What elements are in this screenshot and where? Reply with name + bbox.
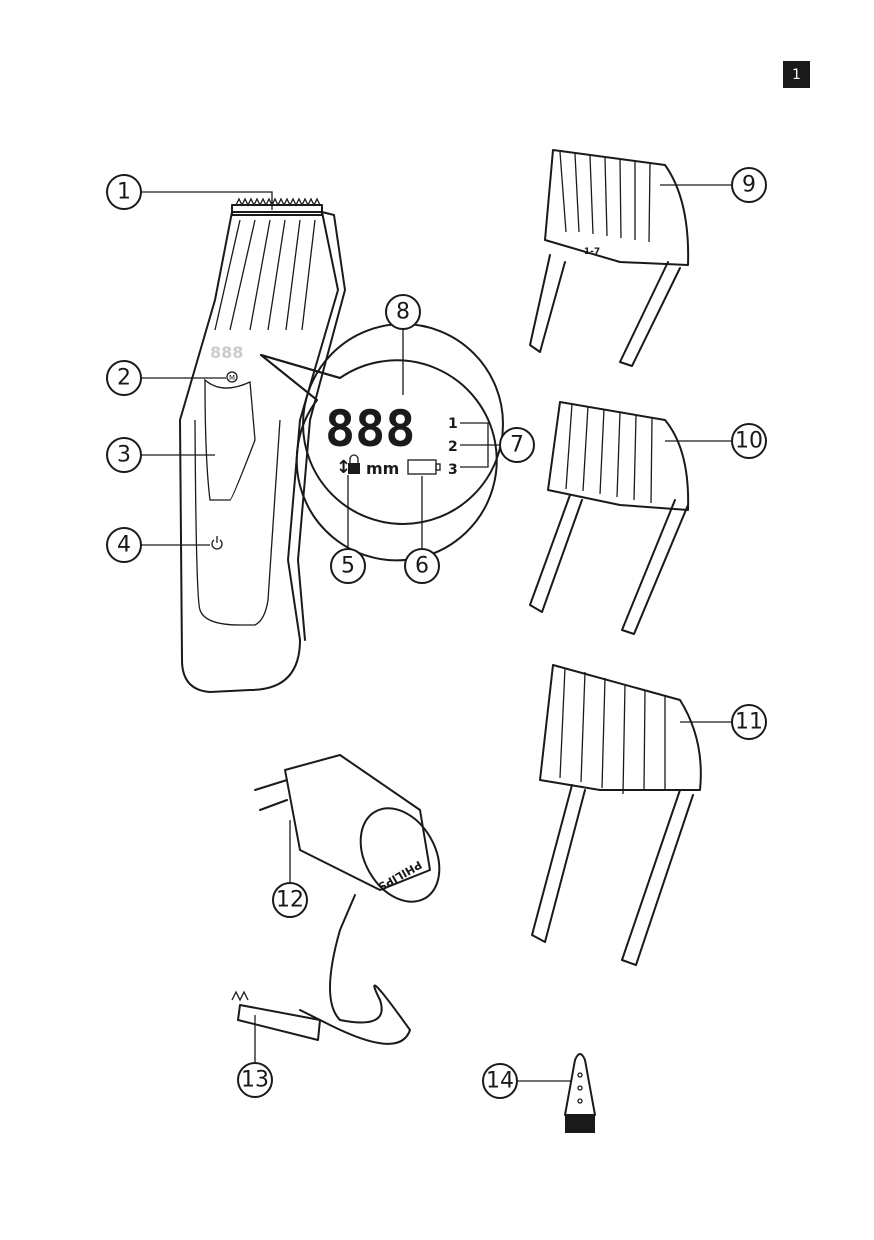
level-3: 3	[448, 462, 458, 478]
level-2: 2	[448, 439, 458, 455]
svg-text:6: 6	[415, 554, 429, 579]
unit-label: mm	[366, 459, 399, 478]
level-1: 1	[448, 416, 458, 432]
callout-3: 3	[106, 437, 142, 473]
hair-clipper: 888 M	[179, 197, 346, 693]
body-display: 888	[210, 343, 243, 362]
callout-12: 12	[272, 882, 308, 918]
cleaning-brush	[564, 1053, 596, 1133]
callout-8: 8	[385, 294, 421, 330]
adjustment-wheel	[204, 378, 256, 501]
svg-text:14: 14	[486, 1069, 514, 1094]
callout-6: 6	[404, 548, 440, 584]
svg-text:8: 8	[396, 300, 410, 325]
callout-7: 7	[499, 427, 535, 463]
battery-icon	[407, 459, 441, 475]
svg-text:13: 13	[241, 1068, 269, 1093]
callout-11: 11	[731, 704, 767, 740]
svg-text:9: 9	[742, 173, 756, 198]
svg-text:2: 2	[117, 366, 131, 391]
power-icon	[211, 536, 223, 550]
callout-5: 5	[330, 548, 366, 584]
lcd-digits: 888	[325, 400, 415, 458]
callout-2: 2	[106, 360, 142, 396]
svg-text:7: 7	[510, 433, 524, 458]
comb-label: 1-7	[584, 247, 600, 257]
power-adapter: PHILIPS	[231, 754, 441, 1045]
blade	[231, 204, 323, 216]
svg-text:4: 4	[117, 533, 131, 558]
lock-icon: ↕	[336, 457, 351, 478]
svg-text:10: 10	[735, 429, 763, 454]
svg-text:11: 11	[735, 710, 763, 735]
comb-adjustable: 1-7	[529, 149, 690, 367]
plug-connector	[237, 1004, 321, 1041]
svg-text:5: 5	[341, 554, 355, 579]
display-detail: 888 ↕ mm 1 2 3	[260, 323, 504, 562]
comb-long	[531, 664, 702, 966]
svg-text:12: 12	[276, 888, 304, 913]
leader-lines	[141, 184, 732, 1082]
svg-text:3: 3	[117, 443, 131, 468]
svg-text:M: M	[229, 374, 235, 382]
callout-1: 1	[106, 174, 142, 210]
callout-14: 14	[482, 1063, 518, 1099]
callout-13: 13	[237, 1062, 273, 1098]
callout-10: 10	[731, 423, 767, 459]
callout-9: 9	[731, 167, 767, 203]
page-number-badge: 1	[783, 61, 810, 88]
comb-medium	[529, 401, 690, 635]
callout-4: 4	[106, 527, 142, 563]
mode-button	[226, 371, 238, 383]
svg-text:1: 1	[117, 180, 131, 205]
